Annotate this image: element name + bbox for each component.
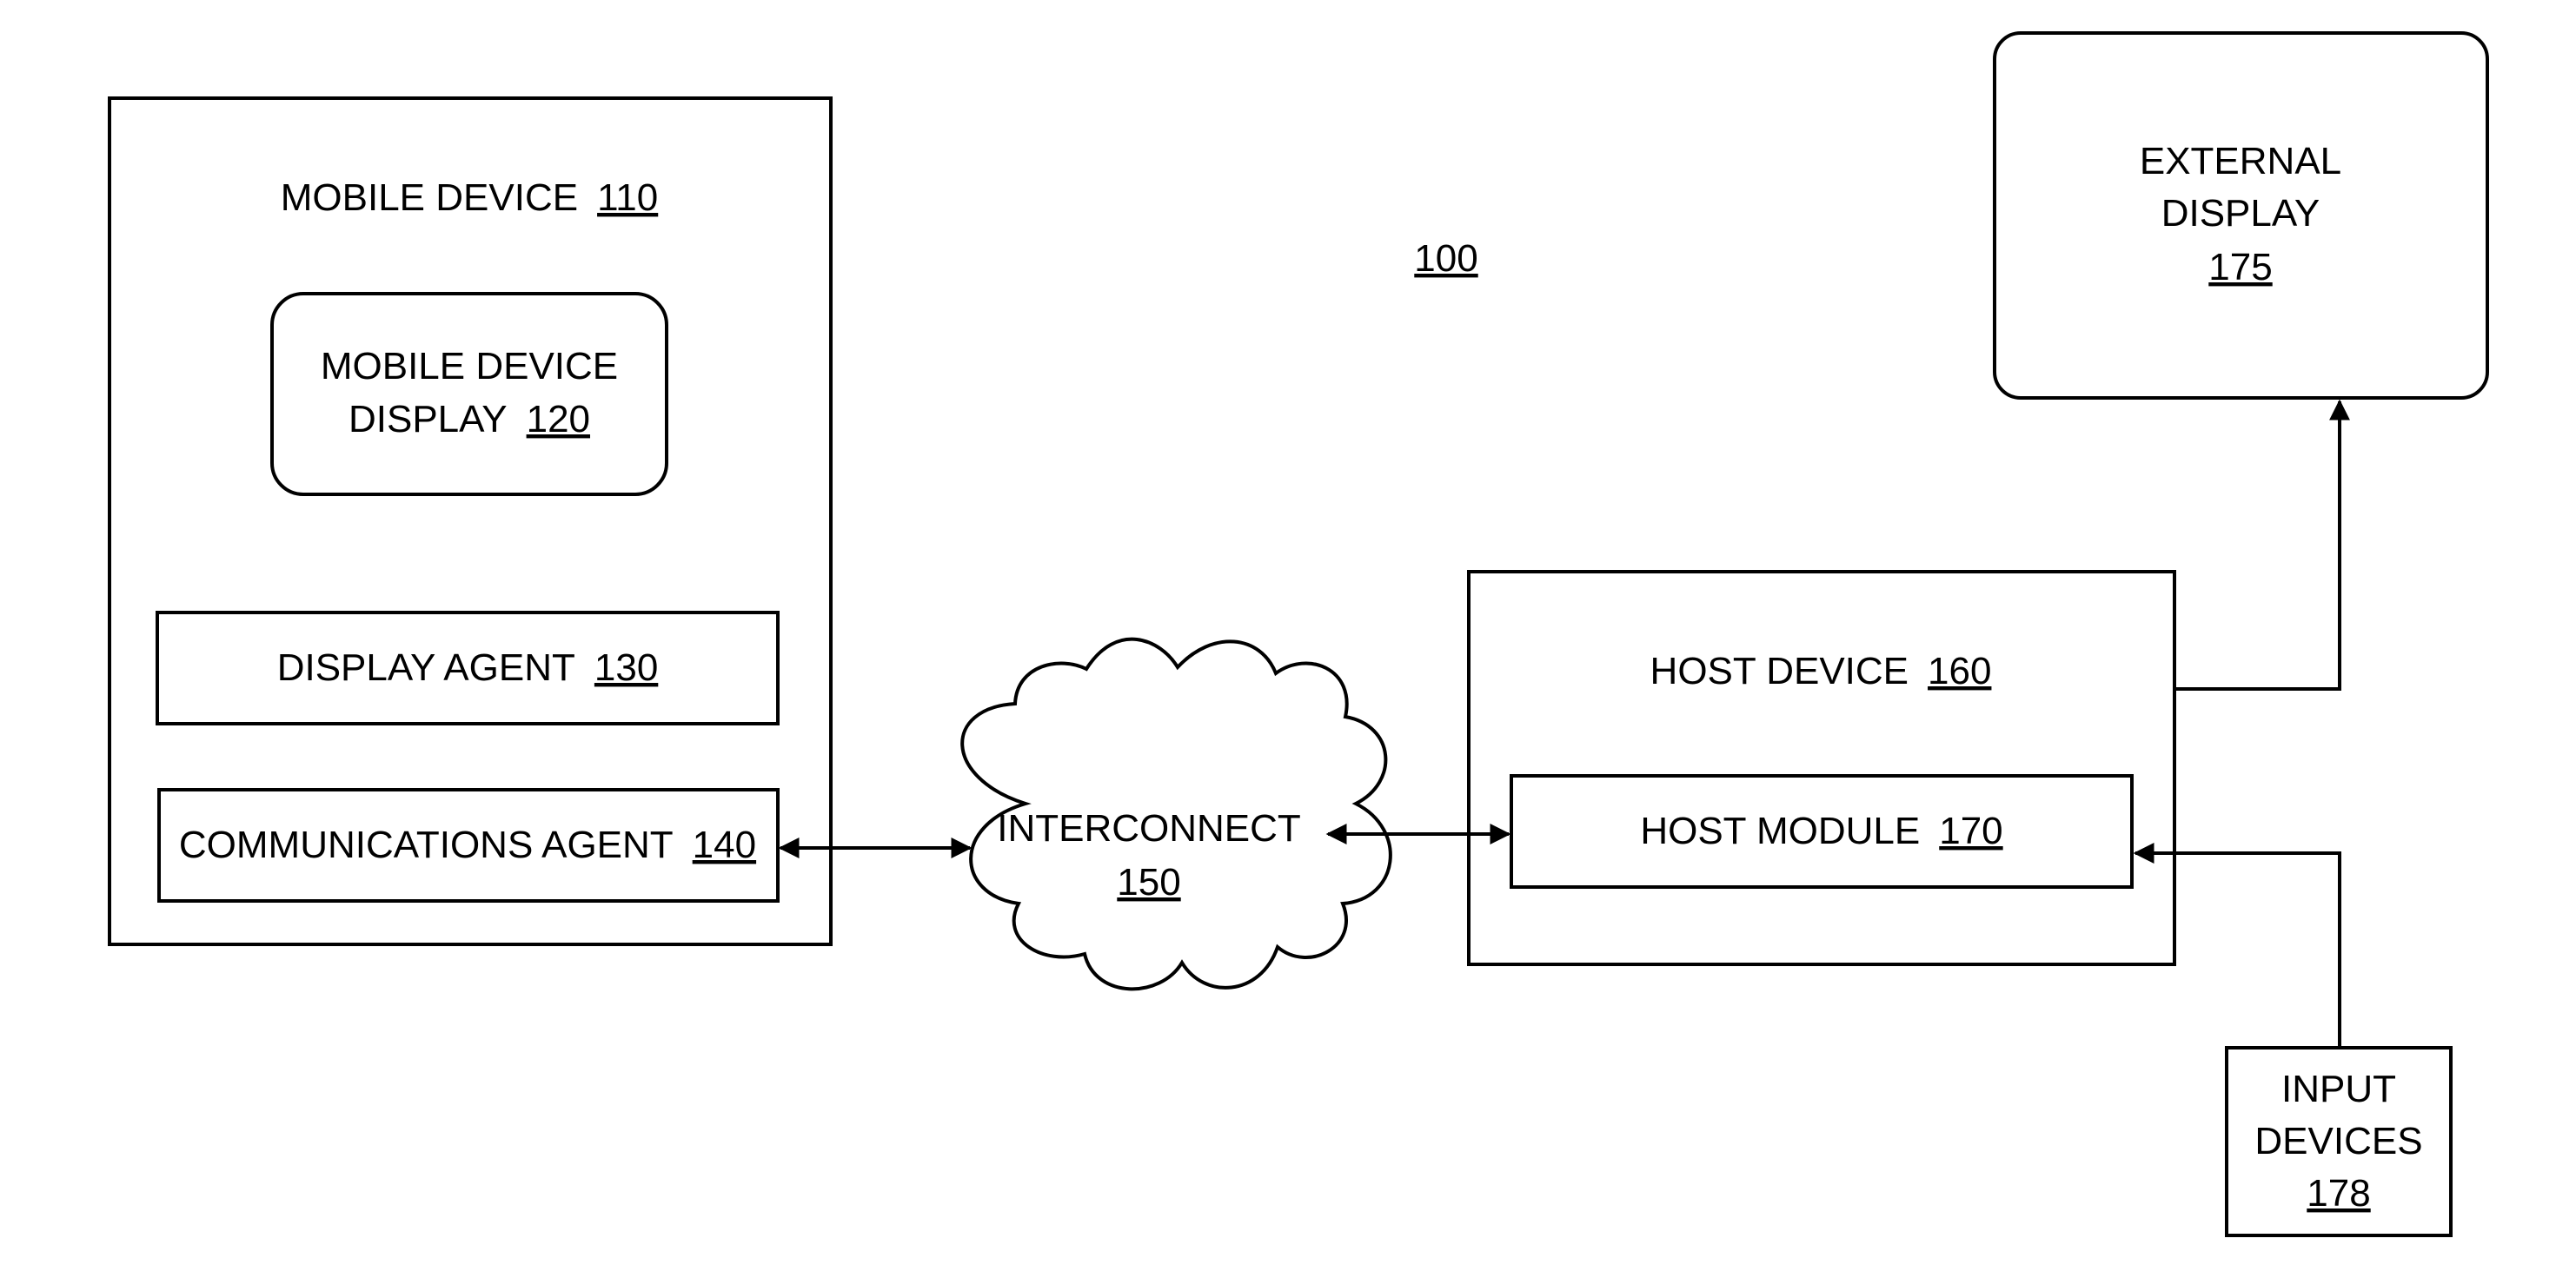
communications-agent-box: COMMUNICATIONS AGENT 140 — [159, 790, 778, 901]
host-module-ref: 170 — [1939, 810, 2002, 852]
communications-agent-title: COMMUNICATIONS AGENT 140 — [179, 824, 756, 866]
input-devices-line1: INPUT — [2281, 1068, 2396, 1110]
external-display-box: EXTERNAL DISPLAY 175 — [1995, 33, 2487, 398]
display-agent-title: DISPLAY AGENT 130 — [277, 646, 659, 689]
interconnect-label: INTERCONNECT — [997, 807, 1301, 850]
external-display-ref: 175 — [2208, 246, 2272, 288]
input-devices-line2: DEVICES — [2254, 1120, 2422, 1162]
display-agent-label: DISPLAY AGENT — [277, 646, 575, 689]
communications-agent-label: COMMUNICATIONS AGENT — [179, 824, 674, 866]
interconnect-cloud: INTERCONNECT 150 — [962, 639, 1391, 990]
external-display-line2: DISPLAY — [2161, 192, 2320, 235]
interconnect-ref: 150 — [1117, 861, 1180, 904]
host-device-external-display-arrow — [2174, 401, 2340, 689]
host-device-ref: 160 — [1928, 650, 1991, 692]
external-display-line1: EXTERNAL — [2140, 140, 2341, 182]
mobile-device-display-box: MOBILE DEVICE DISPLAY 120 — [272, 294, 667, 494]
input-devices-box: INPUT DEVICES 178 — [2227, 1048, 2451, 1235]
communications-agent-ref: 140 — [693, 824, 756, 866]
host-device-title: HOST DEVICE 160 — [1650, 650, 1992, 692]
host-module-box: HOST MODULE 170 — [1511, 776, 2132, 887]
display-agent-ref: 130 — [594, 646, 658, 689]
mobile-device-label: MOBILE DEVICE — [281, 176, 578, 219]
host-device-box: HOST DEVICE 160 — [1469, 572, 2174, 964]
host-module-label: HOST MODULE — [1640, 810, 1920, 852]
input-devices-ref: 178 — [2307, 1172, 2370, 1215]
figure-ref-label: 100 — [1414, 237, 1477, 280]
host-module-title: HOST MODULE 170 — [1640, 810, 2002, 852]
display-agent-box: DISPLAY AGENT 130 — [157, 613, 778, 724]
mobile-device-title: MOBILE DEVICE 110 — [281, 176, 658, 219]
mobile-device-display-label: DISPLAY — [349, 398, 508, 440]
mobile-device-display-line1: MOBILE DEVICE — [321, 345, 618, 387]
host-device-label: HOST DEVICE — [1650, 650, 1909, 692]
mobile-device-ref: 110 — [597, 176, 658, 219]
mobile-device-display-line2: DISPLAY 120 — [349, 398, 590, 440]
mobile-device-display-ref: 120 — [527, 398, 590, 440]
